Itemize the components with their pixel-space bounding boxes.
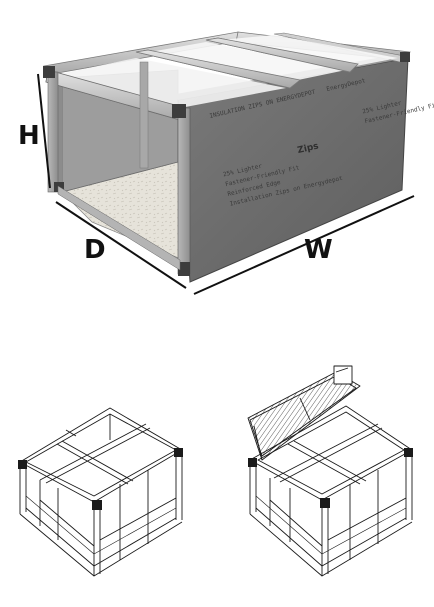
- top-opening-1: [60, 58, 286, 108]
- height-label: H: [18, 121, 40, 151]
- top-opening-3: [220, 35, 398, 66]
- corner-bracket-far: [400, 52, 410, 62]
- corner-bracket-tr: [172, 104, 186, 118]
- dimension-lines: [37, 73, 415, 295]
- wireframe-box-open: [247, 365, 413, 577]
- top-opening-2: [150, 42, 346, 80]
- wireframe-box-closed: [18, 407, 183, 577]
- bottom-front-rail: [57, 185, 181, 271]
- main-frame-illustration: INSULATION ZIPS ON ENERGYDEPOT EnergyDep…: [43, 31, 434, 283]
- width-dimension-line: [193, 195, 415, 295]
- corner-bracket-br: [178, 262, 190, 276]
- depth-label: D: [84, 235, 106, 265]
- open-lid-panel: [247, 371, 361, 461]
- corner-bracket-tl: [43, 66, 55, 78]
- middle-back-post: [139, 61, 149, 169]
- panel-logo-text: Zips: [297, 141, 320, 156]
- height-dimension-line: [37, 73, 51, 189]
- front-right-post: [177, 107, 191, 275]
- closed-top-rim: [19, 407, 183, 503]
- depth-dimension-line: [55, 201, 187, 289]
- width-label: W: [304, 235, 333, 265]
